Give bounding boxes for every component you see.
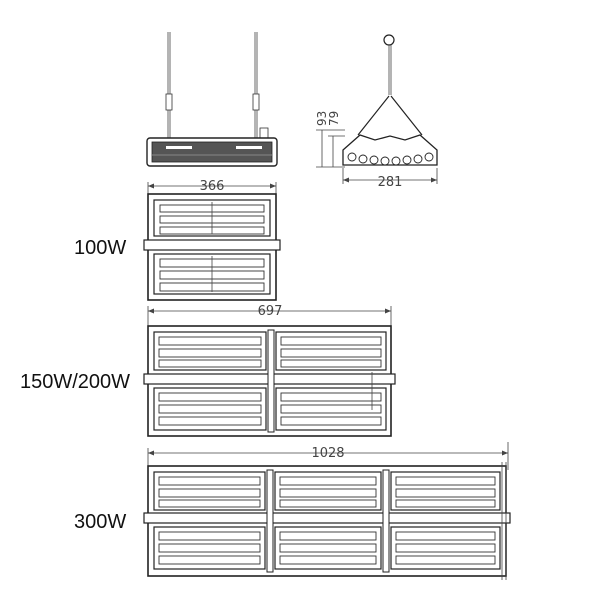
luminaire-150w-200w [143,325,396,437]
front-width-label: 366 [200,179,225,194]
side-view [316,34,438,184]
variant-label-150w-200w: 150W/200W [20,371,130,393]
luminaire-100w [143,193,281,301]
variant-label-100w: 100W [74,237,126,259]
side-height-outer-label: 93 [315,111,329,126]
variant-label-300w: 300W [74,511,126,533]
width-label-697: 697 [258,304,283,319]
dimension-697 [147,306,392,326]
led-module [153,253,271,295]
luminaire-300w [143,462,511,580]
front-view [146,32,278,167]
side-height-inner-label: 79 [327,111,341,126]
led-module [153,199,271,237]
side-width-label: 281 [378,175,403,190]
width-label-1028: 1028 [311,446,344,461]
